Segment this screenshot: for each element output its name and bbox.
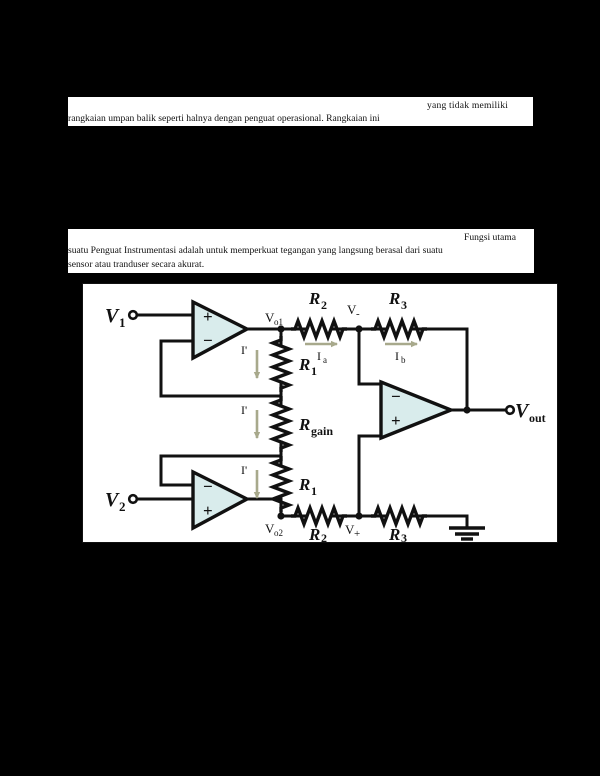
input-v2-sub: 2 bbox=[119, 499, 126, 514]
paragraph-2-line-1: Fungsi utama bbox=[464, 232, 516, 243]
junction-vo1 bbox=[277, 325, 285, 333]
resistor-r1-top-label: R bbox=[298, 355, 310, 374]
resistor-r3-top: R 3 bbox=[369, 289, 429, 339]
node-vo2-sub: o2 bbox=[274, 528, 283, 538]
paragraph-1-line-1: yang tidak memiliki bbox=[427, 100, 509, 111]
text-line: yang tidak memiliki bbox=[427, 97, 533, 111]
opamp-output-minus-sign: − bbox=[391, 387, 401, 406]
paragraph-block-1: yang tidak memiliki rangkaian umpan bali… bbox=[68, 97, 533, 126]
resistor-r2-top-label: R bbox=[308, 289, 320, 308]
opamp-top: + − bbox=[191, 299, 251, 361]
node-labels: V 1 V 2 V out V o1 V o2 V - V + bbox=[105, 302, 546, 540]
opamp-bottom-minus-sign: − bbox=[203, 477, 213, 496]
output-vout-label: V bbox=[515, 400, 530, 422]
resistor-rgain-sub: gain bbox=[311, 424, 333, 438]
current-label-ia: I bbox=[317, 349, 321, 363]
resistor-r2-bottom: R 2 bbox=[289, 506, 349, 542]
text-line: sensor atau tranduser secara akurat. bbox=[68, 256, 248, 272]
text-line: suatu Penguat Instrumentasi adalah untuk… bbox=[68, 242, 534, 257]
paragraph-2-line-2: suatu Penguat Instrumentasi adalah untuk… bbox=[68, 245, 443, 256]
resistor-r3-top-sub: 3 bbox=[401, 298, 407, 312]
resistor-r1-bottom: R 1 bbox=[271, 454, 317, 514]
node-vo1-label: V bbox=[265, 310, 275, 325]
node-v-plus-sub: + bbox=[354, 528, 360, 540]
paragraph-block-2: Fungsi utama suatu Penguat Instrumentasi… bbox=[68, 229, 534, 273]
current-label-i-prime-bottom: I' bbox=[241, 463, 247, 477]
terminal-vout bbox=[504, 404, 516, 416]
junction-vo2 bbox=[277, 512, 285, 520]
current-label-ib-sub: b bbox=[401, 355, 406, 365]
resistor-r3-bottom-sub: 3 bbox=[401, 531, 407, 542]
paragraph-2-line-3: sensor atau tranduser secara akurat. bbox=[68, 259, 205, 270]
current-label-i-prime-top: I' bbox=[241, 343, 247, 357]
opamp-output: − + bbox=[379, 379, 456, 441]
resistor-rgain-label: R bbox=[298, 415, 310, 434]
instrumentation-amplifier-diagram: + − − + − + R 2 R 3 bbox=[105, 289, 546, 542]
resistor-r1-top-sub: 1 bbox=[311, 364, 317, 378]
junction-v-plus bbox=[355, 512, 363, 520]
node-vo1-sub: o1 bbox=[274, 317, 283, 327]
output-vout-sub: out bbox=[529, 411, 546, 425]
resistor-r3-bottom: R 3 bbox=[369, 506, 429, 542]
input-v1-label: V bbox=[105, 305, 120, 327]
resistor-r2-top: R 2 bbox=[289, 289, 349, 339]
resistor-r1-top: R 1 bbox=[271, 334, 317, 394]
opamp-bottom-plus-sign: + bbox=[203, 501, 213, 520]
node-v-plus-label: V bbox=[345, 522, 355, 537]
input-v2-label: V bbox=[105, 489, 120, 511]
junction-output bbox=[463, 406, 471, 414]
junction-v-minus bbox=[355, 325, 363, 333]
node-v-minus-label: V bbox=[347, 302, 357, 317]
resistor-r2-top-sub: 2 bbox=[321, 298, 327, 312]
resistor-r1-bottom-sub: 1 bbox=[311, 484, 317, 498]
ground-symbol bbox=[449, 526, 485, 541]
input-v1-sub: 1 bbox=[119, 315, 126, 330]
terminal-v2 bbox=[127, 493, 139, 505]
circuit-figure: + − − + − + R 2 R 3 bbox=[82, 283, 558, 543]
opamp-top-plus-sign: + bbox=[203, 307, 213, 326]
resistor-r3-top-label: R bbox=[388, 289, 400, 308]
resistor-r3-bottom-label: R bbox=[388, 525, 400, 542]
current-label-ia-sub: a bbox=[323, 355, 327, 365]
opamp-bottom: − + bbox=[191, 469, 251, 531]
current-label-i-prime-middle: I' bbox=[241, 403, 247, 417]
resistor-r1-bottom-label: R bbox=[298, 475, 310, 494]
resistor-r2-bottom-label: R bbox=[308, 525, 320, 542]
opamp-output-plus-sign: + bbox=[391, 411, 401, 430]
opamp-top-minus-sign: − bbox=[203, 331, 213, 350]
terminal-v1 bbox=[127, 309, 139, 321]
node-vo2-label: V bbox=[265, 521, 275, 536]
resistor-r2-bottom-sub: 2 bbox=[321, 531, 327, 542]
current-label-ib: I bbox=[395, 349, 399, 363]
current-arrows: I' I' I' I a I b bbox=[241, 340, 418, 499]
text-line: rangkaian umpan balik seperti halnya den… bbox=[68, 110, 478, 125]
resistor-rgain: R gain bbox=[271, 394, 333, 454]
junction-dots bbox=[277, 325, 471, 520]
node-v-minus-sub: - bbox=[356, 308, 360, 320]
paragraph-1-line-2: rangkaian umpan balik seperti halnya den… bbox=[68, 113, 380, 124]
text-line: Fungsi utama bbox=[464, 229, 534, 243]
